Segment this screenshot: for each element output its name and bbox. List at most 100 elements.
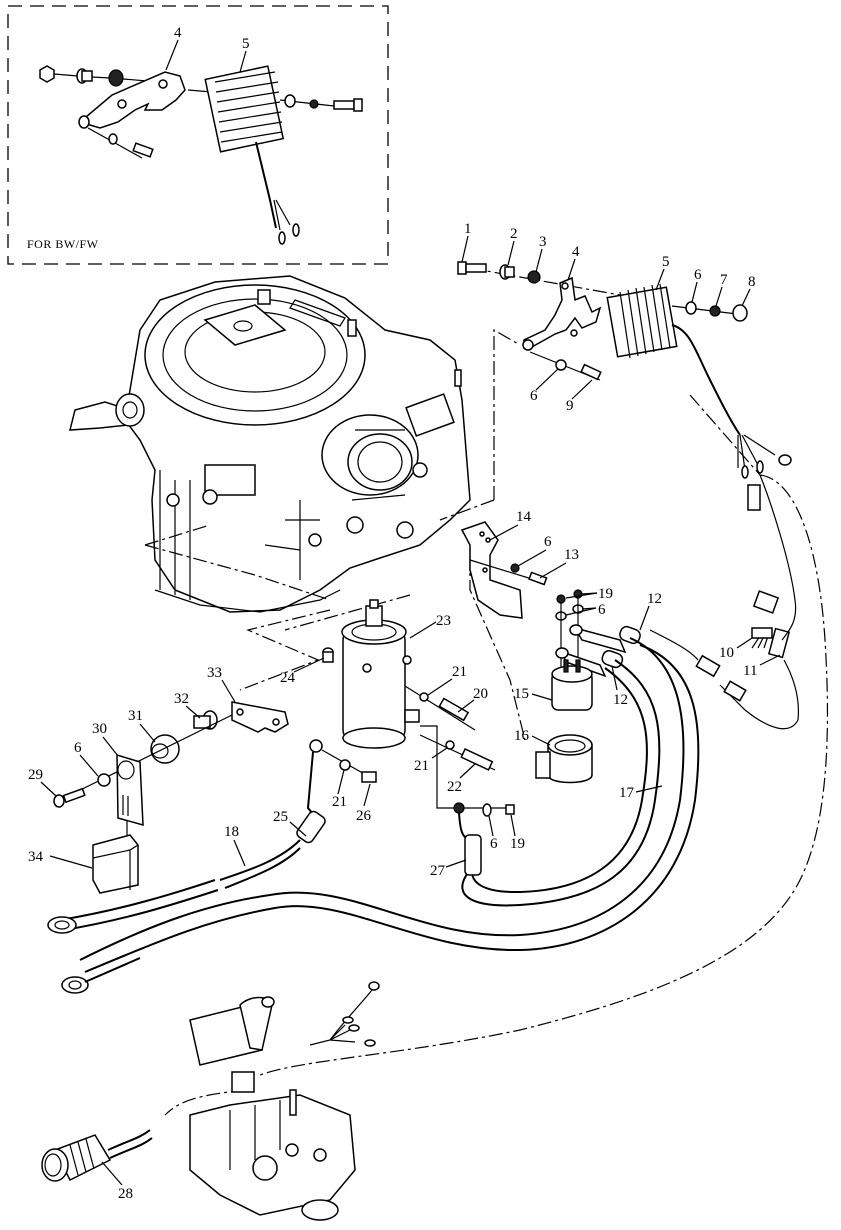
- callout-19-top: 19: [598, 586, 613, 602]
- callout-21-mid: 21: [414, 758, 429, 774]
- cover-plate: [203, 304, 287, 346]
- part-grommet-31: [150, 734, 180, 764]
- callout-labels: 1 2 3 4 5 6 7 8 6 9 14 6 13 19 6 12 12: [28, 221, 781, 1202]
- callout-34: 34: [28, 849, 44, 865]
- callout-14: 14: [516, 509, 532, 525]
- part-relay-34: [92, 834, 139, 894]
- inset-bolt: [333, 100, 355, 110]
- flywheel-cover: [144, 284, 366, 426]
- callout-12-top: 12: [647, 591, 662, 607]
- inset-washer: [284, 94, 296, 108]
- callout-22: 22: [447, 779, 462, 795]
- cable-ring-terminal-b: [47, 916, 77, 934]
- part-washer-21b: [445, 740, 455, 750]
- callout-6-b14: 6: [544, 534, 552, 550]
- callout-9: 9: [566, 398, 574, 414]
- part-terminal-25: [309, 739, 323, 753]
- part-fuse-10: [751, 627, 773, 639]
- part-bolt-26: [361, 771, 377, 783]
- inset-regulator-5: [204, 65, 285, 153]
- callout-31: 31: [128, 708, 143, 724]
- callout-1: 1: [464, 221, 472, 237]
- callout-13: 13: [564, 547, 579, 563]
- callout-7: 7: [720, 272, 728, 288]
- solenoid-assembly: [535, 589, 641, 784]
- callout-6-top: 6: [694, 267, 702, 283]
- part-starter-motor-23: [342, 629, 406, 741]
- engine-block: [69, 275, 471, 613]
- inset-bracket-4: [78, 71, 186, 129]
- callout-10: 10: [719, 645, 734, 661]
- callout-8: 8: [748, 274, 756, 290]
- callout-28: 28: [118, 1186, 133, 1202]
- callout-11: 11: [743, 663, 757, 679]
- part-cable-27: [464, 834, 482, 876]
- part-fuse-holder-11: [767, 627, 791, 659]
- inset-dashed-border: [7, 5, 389, 265]
- callout-25: 25: [273, 809, 288, 825]
- part-nut-7: [709, 305, 721, 317]
- part-washer-6g: [97, 773, 111, 787]
- part-nut-19c: [505, 804, 515, 815]
- callout-33: 33: [207, 665, 222, 681]
- part-grommet-3: [527, 270, 541, 284]
- part-washer-6f: [482, 803, 492, 817]
- part-nut-19a: [556, 594, 566, 604]
- callout-17: 17: [619, 785, 635, 801]
- inset-label-5: 5: [242, 36, 250, 52]
- battery-cables: [61, 637, 700, 994]
- callout-24: 24: [280, 670, 296, 686]
- inset-nut-small: [309, 99, 319, 109]
- relay-bracket-assembly: [53, 701, 289, 894]
- regulator-assembly: [457, 261, 792, 479]
- inset-nut: [39, 65, 55, 83]
- callout-26: 26: [356, 808, 372, 824]
- callout-6-27: 6: [490, 836, 498, 852]
- part-washer-6c: [510, 563, 520, 573]
- callout-18: 18: [224, 824, 239, 840]
- inset-grommet: [108, 69, 124, 87]
- fuse-cap: [752, 590, 780, 614]
- callout-2: 2: [510, 226, 518, 242]
- callout-32: 32: [174, 691, 189, 707]
- inset-note: FOR BW/FW: [27, 237, 99, 251]
- starter-motor-assembly: [322, 599, 515, 876]
- part-nut-8: [732, 304, 748, 322]
- part-regulator-5: [606, 283, 678, 359]
- callout-15: 15: [514, 686, 529, 702]
- part-washer-21c: [339, 759, 351, 771]
- inset-bw-fw: 4 5 FOR BW/FW: [7, 5, 389, 265]
- lower-housing: [189, 1094, 356, 1216]
- callout-6-sol: 6: [598, 602, 606, 618]
- callout-4: 4: [572, 244, 580, 260]
- callout-29: 29: [28, 767, 43, 783]
- part-bolt-9: [580, 363, 602, 381]
- callout-19-27: 19: [510, 836, 525, 852]
- engine-port: [204, 464, 256, 496]
- inset-label-4: 4: [174, 25, 182, 41]
- callout-30: 30: [92, 721, 107, 737]
- part-washer-6: [685, 301, 697, 315]
- part-bracket-4: [523, 276, 602, 349]
- callout-20: 20: [473, 686, 488, 702]
- callout-6-bracket: 6: [530, 388, 538, 404]
- callout-12-bottom: 12: [613, 692, 628, 708]
- callout-27: 27: [430, 863, 446, 879]
- part-plate-30: [116, 753, 144, 827]
- part-washer-6b: [555, 359, 567, 371]
- callout-6-left: 6: [74, 740, 82, 756]
- part-bracket-33: [231, 701, 289, 733]
- part-bolt-1: [457, 261, 467, 275]
- bracket-14-assembly: [460, 521, 548, 619]
- fuse-holder-assembly: [649, 474, 800, 730]
- lower-assembly: [41, 981, 380, 1221]
- part-bolt-20: [438, 697, 470, 722]
- callout-21-top: 21: [452, 664, 467, 680]
- part-screw-29: [53, 794, 65, 808]
- callout-16: 16: [514, 728, 530, 744]
- connector-plug: [747, 484, 761, 511]
- regulator-wire: [671, 324, 741, 436]
- callout-3: 3: [539, 234, 547, 250]
- cable-ring-terminal-a: [61, 976, 89, 994]
